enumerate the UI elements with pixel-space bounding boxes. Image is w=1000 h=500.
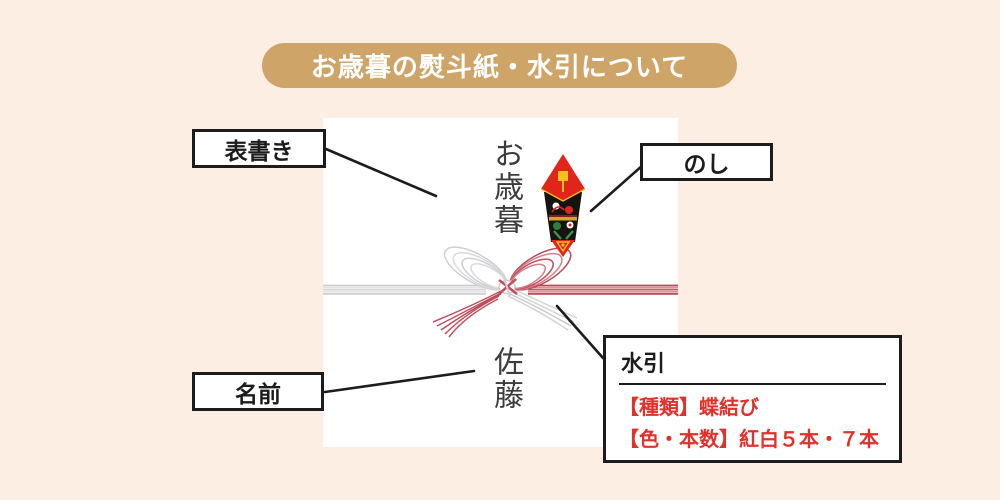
divider bbox=[619, 383, 886, 385]
callout-front-writing: 表書き bbox=[192, 129, 326, 168]
callout-name: 名前 bbox=[192, 372, 324, 411]
mizuhiki-band-red-icon bbox=[528, 284, 678, 295]
mizuhiki-info-box: 水引 【種類】蝶結び 【色・本数】紅白５本・７本 bbox=[603, 335, 902, 463]
mizuhiki-info-title: 水引 bbox=[621, 351, 666, 376]
noshi-illustration bbox=[323, 154, 678, 338]
callout-front-writing-label: 表書き bbox=[224, 137, 294, 164]
title-text: お歳暮の熨斗紙・水引について bbox=[310, 52, 689, 82]
callout-name-label: 名前 bbox=[235, 380, 281, 407]
giver-name-text: 佐藤 bbox=[488, 346, 523, 412]
front-writing-text: お歳暮 bbox=[488, 138, 523, 237]
callout-noshi-label: のし bbox=[683, 151, 730, 177]
callout-noshi: のし bbox=[640, 143, 773, 181]
mizuhiki-type-text: 【種類】蝶結び bbox=[619, 397, 759, 419]
noshi-ornament-icon bbox=[540, 154, 586, 257]
title-badge: お歳暮の熨斗紙・水引について bbox=[262, 43, 737, 88]
mizuhiki-band-silver-icon bbox=[323, 284, 486, 295]
mizuhiki-color-count-text: 【色・本数】紅白５本・７本 bbox=[619, 429, 879, 451]
